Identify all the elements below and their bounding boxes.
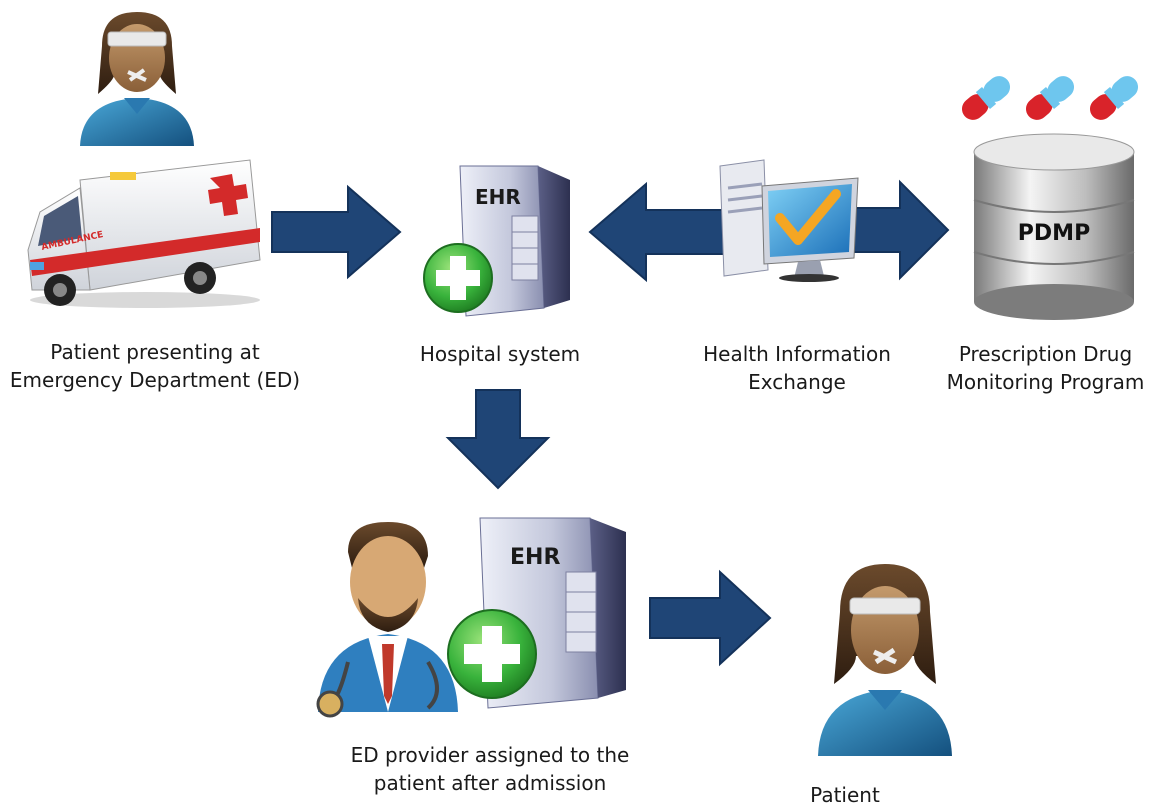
hie-label-line-1: Health Information <box>703 342 891 366</box>
pdmp-database-icon: PDMP <box>968 132 1140 322</box>
patient-ed-label-line-1: Patient presenting at <box>50 340 260 364</box>
arrow-right-icon <box>648 569 772 667</box>
hospital-ehr-tag: EHR <box>475 185 521 209</box>
hospital-label: Hospital system <box>380 340 620 368</box>
ed-provider-label: ED provider assigned to the patient afte… <box>330 741 650 797</box>
ed-provider-label-line-2: patient after admission <box>373 771 607 795</box>
patient-avatar-icon <box>72 6 202 146</box>
arrow-right-icon <box>270 184 402 280</box>
pdmp-label: Prescription Drug Monitoring Program <box>930 340 1161 396</box>
hie-label: Health Information Exchange <box>672 340 922 396</box>
arrow-left-icon <box>588 181 738 283</box>
hospital-server-icon: EHR <box>420 158 580 323</box>
ed-ehr-tag: EHR <box>510 545 560 570</box>
patient-label: Patient <box>770 781 920 809</box>
hie-label-line-2: Exchange <box>748 370 846 394</box>
hospital-label-line-1: Hospital system <box>419 342 581 366</box>
pdmp-tag: PDMP <box>1018 221 1090 246</box>
patient-ed-label: Patient presenting at Emergency Departme… <box>0 338 310 394</box>
pdmp-label-line-1: Prescription Drug <box>958 342 1133 366</box>
patient-ed-label-line-2: Emergency Department (ED) <box>9 368 301 392</box>
patient-label-line-1: Patient <box>810 783 880 807</box>
pills-icon <box>952 68 1152 128</box>
arrow-down-icon <box>445 388 551 490</box>
ed-provider-label-line-1: ED provider assigned to the <box>350 743 630 767</box>
arrow-right-icon <box>848 179 950 281</box>
doctor-avatar-icon <box>308 512 468 722</box>
ed-server-icon: EHR <box>440 512 630 712</box>
hie-computer-icon <box>712 158 860 283</box>
pdmp-label-line-2: Monitoring Program <box>946 370 1145 394</box>
ambulance-icon: AMBULANCE <box>20 150 265 310</box>
patient-avatar-icon <box>810 556 960 756</box>
